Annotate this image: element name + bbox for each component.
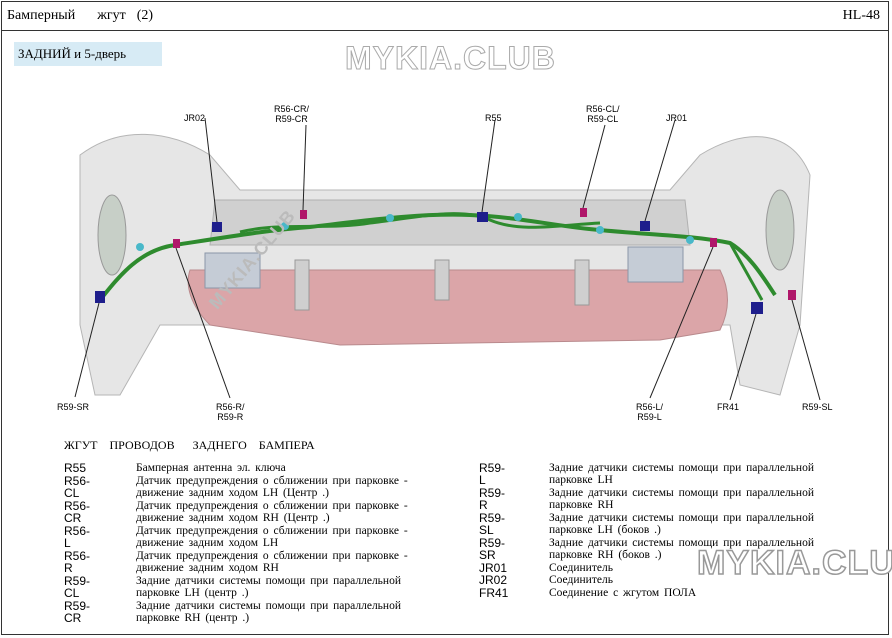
- legend-left: R55 Бамперная антенна эл. ключа R56-CL Д…: [64, 462, 454, 632]
- legend-code: R56-R: [64, 549, 91, 576]
- clip: [514, 213, 522, 221]
- harness-branch-1: [239, 212, 601, 234]
- clip: [386, 214, 394, 222]
- legend-code: JR01: [479, 561, 508, 575]
- clip: [136, 243, 144, 251]
- leader-jr02: [204, 117, 218, 223]
- label-r56-cl: R56-CL/ R59-CL: [586, 104, 620, 124]
- left-reflector: [97, 194, 127, 276]
- watermark-bottom: MYKIA.CLUB: [696, 543, 892, 583]
- connector-r59-sr: [95, 291, 105, 303]
- clip: [281, 222, 289, 230]
- right-reflector: [765, 189, 795, 271]
- legend-code: R56-L: [64, 524, 91, 551]
- legend-desc: Датчик предупреждения о сближении при па…: [136, 475, 408, 500]
- mount-2: [434, 259, 450, 301]
- leader-r55: [481, 119, 496, 213]
- legend-desc: Соединение с жгутом ПОЛА: [549, 587, 697, 599]
- legend-code: R56-CL: [64, 474, 91, 501]
- legend-desc: Датчик предупреждения о сближении при па…: [136, 550, 408, 575]
- connector-r56-cl: [580, 208, 587, 217]
- leader-jr01: [644, 119, 676, 222]
- left-bracket: [204, 252, 261, 289]
- leader-r56-cr: [302, 124, 307, 211]
- leader-r56-l: [649, 246, 714, 399]
- legend-code: R59-SR: [479, 536, 506, 563]
- label-r56-r: R56-R/ R59-R: [216, 402, 245, 422]
- label-r55: R55: [485, 113, 502, 123]
- mount-1: [294, 259, 310, 311]
- legend-title: ЖГУТ ПРОВОДОВ ЗАДНЕГО БАМПЕРА: [64, 438, 315, 452]
- bumper-lower-trim: [187, 269, 728, 346]
- label-fr41: FR41: [717, 402, 740, 412]
- legend-desc: Задние датчики системы помощи при паралл…: [549, 512, 814, 537]
- legend-desc: Задние датчики системы помощи при паралл…: [549, 537, 814, 562]
- clip: [686, 236, 694, 244]
- bumper-diagram: [74, 117, 821, 401]
- page-header: Бамперный жгут (2) HL-48: [2, 2, 888, 31]
- legend-desc: Задние датчики системы помощи при паралл…: [136, 600, 401, 625]
- leader-r59-sl: [791, 299, 821, 401]
- legend-code: R59-L: [479, 461, 506, 488]
- legend-code: R55: [64, 461, 87, 475]
- connector-r56-cr: [300, 210, 307, 219]
- legend-desc: Датчик предупреждения о сближении при па…: [136, 500, 408, 525]
- legend-code: FR41: [479, 586, 509, 600]
- legend-code: R59-R: [479, 486, 506, 513]
- legend-code: JR02: [479, 573, 508, 587]
- legend-desc: Датчик предупреждения о сближении при па…: [136, 525, 408, 550]
- legend-desc: Задние датчики системы помощи при паралл…: [549, 462, 814, 487]
- label-r59-sl: R59-SL: [802, 402, 833, 412]
- connector-r56-l: [710, 238, 717, 247]
- legend-right: R59-L Задние датчики системы помощи при …: [479, 462, 859, 632]
- legend-desc: Бамперная антенна эл. ключа: [136, 462, 286, 474]
- legend-code: R56-CR: [64, 499, 91, 526]
- legend-code: R59-CL: [64, 574, 91, 601]
- connector-jr01: [640, 221, 650, 231]
- page-number: HL-48: [842, 8, 880, 23]
- leader-r56-cl: [582, 124, 606, 209]
- connector-r56-r: [173, 239, 180, 248]
- legend-code: R59-CR: [64, 599, 91, 626]
- label-jr01: JR01: [666, 113, 688, 123]
- right-bracket: [627, 246, 684, 283]
- leader-fr41: [729, 313, 757, 401]
- legend-code: R59-SL: [479, 511, 506, 538]
- harness-branch-2: [728, 242, 764, 301]
- watermark-top: MYKIA.CLUB: [345, 40, 556, 77]
- bumper-upper-panel: [209, 199, 691, 246]
- section-label: ЗАДНИЙ и 5-дверь: [14, 42, 162, 66]
- page-title: Бамперный жгут (2): [7, 8, 154, 23]
- label-jr02: JR02: [184, 113, 206, 123]
- label-r56-l: R56-L/ R59-L: [636, 402, 664, 422]
- connector-r55: [477, 212, 488, 222]
- leader-r59-sr: [74, 302, 100, 398]
- legend-desc: Соединитель: [549, 562, 613, 574]
- clip: [596, 226, 604, 234]
- legend-desc: Задние датчики системы помощи при паралл…: [549, 487, 814, 512]
- connector-fr41: [751, 302, 763, 314]
- leader-r56-r: [175, 247, 231, 399]
- label-r59-sr: R59-SR: [57, 402, 90, 412]
- label-r56-cr: R56-CR/ R59-CR: [274, 104, 310, 124]
- connector-r59-sl: [788, 290, 796, 300]
- legend-desc: Соединитель: [549, 574, 613, 586]
- connector-jr02: [212, 222, 222, 232]
- mount-3: [574, 259, 590, 306]
- legend-desc: Задние датчики системы помощи при паралл…: [136, 575, 401, 600]
